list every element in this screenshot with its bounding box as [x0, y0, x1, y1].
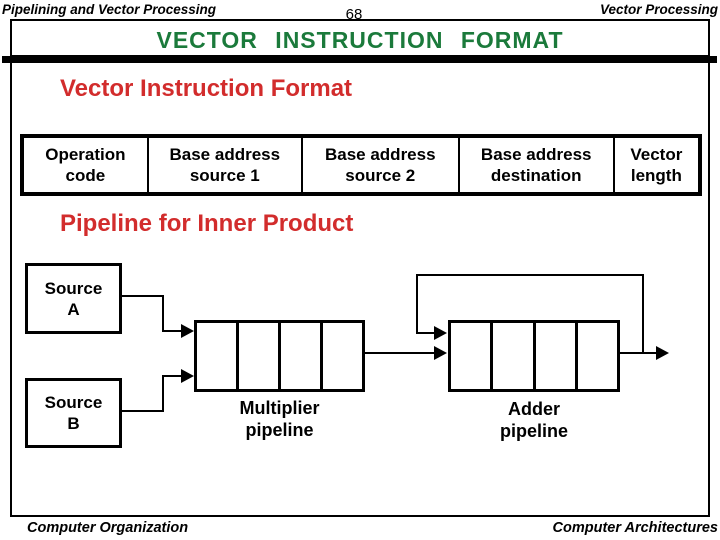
line-source-b-in: [162, 375, 182, 377]
line-feedback-in: [416, 332, 436, 334]
footer-right: Computer Architectures: [552, 520, 718, 536]
pipeline-segment: [197, 323, 236, 389]
arrowhead-b-to-multiplier: [181, 369, 194, 383]
multiplier-pipeline-box: [194, 320, 365, 392]
arrowhead-a-to-multiplier: [181, 324, 194, 338]
header-right-title: Vector Processing: [599, 2, 718, 17]
pipeline-segment: [490, 323, 532, 389]
adder-pipeline-label: Adder pipeline: [438, 398, 630, 442]
field-vector-length: Vector length: [612, 138, 698, 192]
multiplier-pipeline-label: Multiplier pipeline: [184, 397, 375, 441]
line-source-a-out: [122, 295, 164, 297]
field-base-addr-source1: Base address source 1: [146, 138, 301, 192]
page-number: 68: [345, 6, 363, 23]
source-a-box: Source A: [25, 263, 122, 334]
pipeline-segment: [320, 323, 362, 389]
pipeline-segment: [451, 323, 490, 389]
title-banner: VECTOR INSTRUCTION FORMAT: [10, 19, 710, 57]
adder-label-line2: pipeline: [499, 421, 568, 441]
line-adder-out: [620, 352, 658, 354]
line-source-b-up: [162, 375, 164, 412]
line-source-a-down: [162, 295, 164, 332]
arrowhead-feedback-to-adder: [434, 326, 447, 340]
arrowhead-output: [656, 346, 669, 360]
line-feedback-down: [416, 274, 418, 334]
multiplier-label-line2: pipeline: [245, 420, 314, 440]
source-a-label-line1: Source: [44, 278, 103, 298]
title-divider-bar: [2, 56, 717, 63]
field-operation-code: Operation code: [45, 145, 126, 185]
source-b-label-line1: Source: [44, 393, 103, 412]
footer-left: Computer Organization: [27, 520, 189, 536]
line-feedback-up: [642, 275, 644, 354]
field-base-addr-source2: Base address source 2: [300, 138, 458, 192]
pipeline-segment: [278, 323, 320, 389]
instruction-format-table: Operation code Base address source 1 Bas…: [20, 134, 702, 196]
pipeline-segment: [574, 323, 617, 389]
arrowhead-multiplier-to-adder: [434, 346, 447, 360]
pipeline-segment: [532, 323, 575, 389]
section-heading-pipeline: Pipeline for Inner Product: [60, 210, 354, 237]
field-base-addr-dest: Base address destination: [457, 138, 613, 192]
section-heading-format: Vector Instruction Format: [60, 75, 353, 102]
slide-title: VECTOR INSTRUCTION FORMAT: [156, 26, 564, 53]
source-b-label-line2: B: [67, 414, 80, 433]
source-b-box: Source B: [25, 378, 122, 448]
line-feedback-top: [416, 274, 644, 276]
source-a-label-line2: A: [67, 299, 80, 319]
adder-pipeline-box: [448, 320, 620, 392]
adder-label-line1: Adder: [507, 399, 560, 419]
pipeline-segment: [236, 323, 278, 389]
multiplier-label-line1: Multiplier: [239, 398, 320, 418]
line-source-b-out: [122, 410, 164, 412]
line-source-a-in: [162, 330, 182, 332]
content-frame: [10, 63, 710, 517]
line-multiplier-to-adder: [365, 352, 435, 354]
header-left-title: Pipelining and Vector Processing: [2, 2, 217, 17]
